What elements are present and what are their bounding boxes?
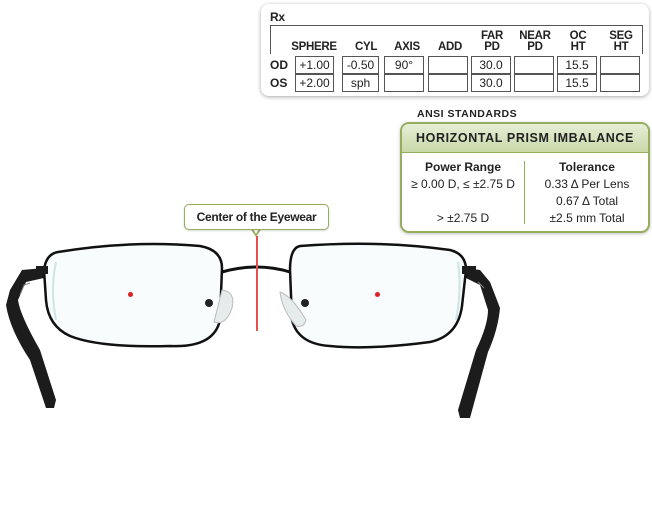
ansi-standards-card: HORIZONTAL PRISM IMBALANCE Power Range ≥…	[400, 122, 650, 233]
ansi-card-title: HORIZONTAL PRISM IMBALANCE	[402, 124, 648, 153]
center-of-eyewear-line	[256, 236, 258, 331]
od-far-pd-field[interactable]: 30.0	[471, 56, 511, 74]
rx-row-od: OD +1.00 -0.50 90° 30.0 15.5	[270, 56, 645, 74]
col-seg-ht-line2: HT	[613, 41, 629, 53]
os-oc-ht-field[interactable]: 15.5	[557, 74, 597, 92]
od-axis-field[interactable]: 90°	[384, 56, 424, 74]
tolerance-header: Tolerance	[559, 160, 615, 174]
col-far-pd-line1: FAR	[480, 30, 504, 42]
center-of-eyewear-callout: Center of the Eyewear	[184, 204, 329, 230]
left-lens-frame	[42, 242, 224, 348]
os-sphere-field[interactable]: +2.00	[295, 74, 334, 92]
eyeglasses-illustration	[6, 242, 500, 418]
od-add-field[interactable]	[428, 56, 468, 74]
ansi-standards-label: ANSI STANDARDS	[417, 108, 518, 120]
right-temple-arm	[458, 268, 500, 418]
power-range-header: Power Range	[424, 160, 502, 174]
tolerance-value-1: 0.33 Δ Per Lens	[544, 177, 630, 191]
od-oc-ht-field[interactable]: 15.5	[557, 56, 597, 74]
od-sphere-field[interactable]: +1.00	[295, 56, 334, 74]
power-range-column: Power Range ≥ 0.00 D, ≤ ±2.75 D > ±2.75 …	[404, 159, 522, 227]
os-seg-ht-field[interactable]	[600, 74, 640, 92]
rx-row-os: OS +2.00 sph 30.0 15.5	[270, 74, 645, 92]
col-add: ADD	[437, 41, 462, 53]
left-nose-pad	[205, 289, 234, 324]
callout-pointer-fill	[251, 227, 260, 234]
od-cyl-field[interactable]: -0.50	[342, 56, 379, 74]
col-near-pd-line2: PD	[527, 41, 543, 53]
os-near-pd-field[interactable]	[514, 74, 554, 92]
left-optical-center-dot	[128, 292, 133, 297]
os-add-field[interactable]	[428, 74, 468, 92]
tolerance-value-2: 0.67 Δ Total	[555, 194, 619, 208]
col-sphere: SPHERE	[291, 41, 337, 53]
column-divider	[524, 161, 525, 224]
col-oc-ht-line1: OC	[569, 30, 587, 42]
os-axis-field[interactable]	[384, 74, 424, 92]
rx-title: Rx	[270, 10, 285, 24]
col-cyl: CYL	[354, 41, 378, 53]
os-far-pd-field[interactable]: 30.0	[471, 74, 511, 92]
power-range-value-1: ≥ 0.00 D, ≤ ±2.75 D	[411, 177, 515, 191]
col-far-pd-line2: PD	[484, 41, 500, 53]
col-axis: AXIS	[394, 41, 420, 53]
right-nose-pad	[279, 291, 309, 327]
ansi-card-body: Power Range ≥ 0.00 D, ≤ ±2.75 D > ±2.75 …	[402, 153, 648, 230]
od-seg-ht-field[interactable]	[600, 56, 640, 74]
tolerance-column: Tolerance 0.33 Δ Per Lens 0.67 Δ Total ±…	[528, 159, 646, 227]
row-label-od: OD	[270, 58, 288, 72]
row-label-os: OS	[270, 76, 288, 90]
power-range-value-3: > ±2.75 D	[436, 211, 490, 225]
power-range-value-2	[404, 193, 522, 210]
col-oc-ht-line2: HT	[570, 41, 586, 53]
tolerance-value-3: ±2.5 mm Total	[549, 211, 625, 225]
left-temple-arm	[6, 268, 56, 408]
col-near-pd-line1: NEAR	[519, 30, 551, 42]
od-near-pd-field[interactable]	[514, 56, 554, 74]
os-cyl-field[interactable]: sph	[342, 74, 379, 92]
col-seg-ht-line1: SEG	[609, 30, 633, 42]
right-optical-center-dot	[375, 292, 380, 297]
